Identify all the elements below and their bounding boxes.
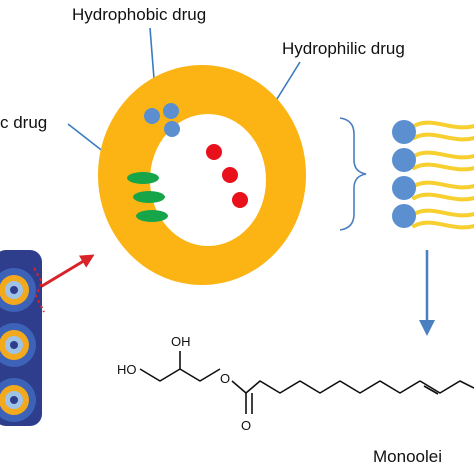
hydrophilic-drug-cluster bbox=[206, 144, 248, 208]
hydrophilic-drug-dot bbox=[222, 167, 238, 183]
amphiphilic-drug-cluster bbox=[127, 172, 168, 222]
zoom-bracket bbox=[339, 117, 367, 231]
ester-oxygen-label: O bbox=[220, 371, 230, 386]
lipid-heads bbox=[392, 120, 416, 228]
fatty-acid-chain bbox=[245, 380, 474, 394]
lipid-tails bbox=[412, 120, 474, 230]
lipid-head bbox=[392, 148, 416, 172]
hydrophobic-drug-dot bbox=[144, 108, 160, 124]
amphiphilic-drug-capsule bbox=[136, 210, 168, 222]
amphiphilic-drug-capsule bbox=[133, 191, 165, 203]
carbonyl-oxygen-label: O bbox=[241, 418, 251, 433]
lipid-head bbox=[392, 120, 416, 144]
cubosome-unit bbox=[0, 378, 36, 422]
oh-label: OH bbox=[171, 334, 191, 349]
amphiphilic-drug-capsule bbox=[127, 172, 159, 184]
ho-label: HO bbox=[117, 362, 137, 377]
glycerol-chain bbox=[139, 368, 221, 382]
hydrophobic-drug-label: Hydrophobic drug bbox=[72, 5, 206, 24]
monoolein-structure bbox=[139, 351, 474, 414]
lipid-head bbox=[392, 204, 416, 228]
cubosome-unit bbox=[0, 323, 36, 367]
cis-double-bond bbox=[423, 385, 439, 395]
monoolein-label: Monoolei bbox=[373, 447, 442, 466]
hydrophilic-drug-dot bbox=[232, 192, 248, 208]
hydrophobic-drug-dot bbox=[164, 121, 180, 137]
ester-o-bond bbox=[231, 380, 247, 394]
hydrophilic-drug-dot bbox=[206, 144, 222, 160]
hydrophilic-drug-label: Hydrophilic drug bbox=[282, 39, 405, 58]
cubosome-unit bbox=[0, 268, 36, 312]
hydrophobic-drug-cluster bbox=[144, 103, 180, 137]
lipid-head bbox=[392, 176, 416, 200]
amphiphilic-drug-label: c drug bbox=[0, 113, 47, 132]
aqueous-core bbox=[150, 114, 266, 246]
hydrophobic-drug-dot bbox=[163, 103, 179, 119]
cubosome-stack bbox=[0, 250, 45, 426]
